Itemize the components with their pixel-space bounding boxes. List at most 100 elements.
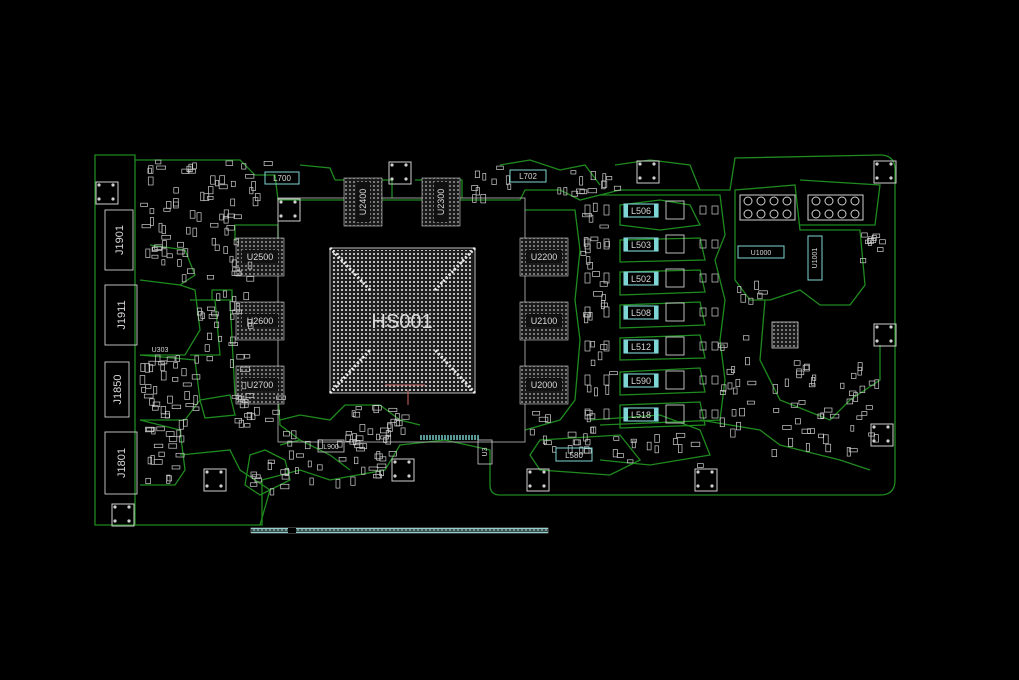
memory-chip-label: U2400 bbox=[358, 189, 368, 216]
smd-part bbox=[583, 448, 592, 454]
smd-part bbox=[198, 311, 204, 321]
smd-part bbox=[222, 290, 227, 298]
smd-part bbox=[400, 427, 406, 435]
smd-part bbox=[158, 361, 165, 366]
smd-part bbox=[380, 435, 389, 440]
smd-part bbox=[472, 194, 477, 203]
smd-part bbox=[359, 424, 366, 432]
smd-part bbox=[678, 444, 683, 454]
smd-part bbox=[140, 202, 148, 207]
smd-part bbox=[196, 307, 202, 316]
smd-part bbox=[204, 344, 210, 352]
smd-part bbox=[156, 165, 166, 170]
smd-part bbox=[238, 395, 245, 402]
smd-part bbox=[613, 436, 620, 441]
smd-part bbox=[868, 432, 875, 437]
smd-part bbox=[616, 453, 624, 458]
smd-part bbox=[850, 425, 855, 432]
smd-part bbox=[849, 390, 857, 396]
smd-part bbox=[730, 428, 736, 438]
smd-part bbox=[251, 474, 261, 480]
label-l580: L580 bbox=[565, 451, 583, 460]
smd-part bbox=[191, 374, 201, 380]
smd-part bbox=[149, 398, 155, 406]
smd-part bbox=[231, 259, 237, 267]
smd-part bbox=[719, 390, 726, 395]
smd-part bbox=[592, 202, 598, 212]
memory-chip-label: U2700 bbox=[247, 380, 274, 390]
smd-part bbox=[727, 382, 733, 390]
smd-part bbox=[223, 216, 229, 224]
smd-part bbox=[586, 384, 592, 393]
smd-part bbox=[588, 214, 594, 223]
smd-part bbox=[206, 275, 214, 280]
smd-part bbox=[233, 238, 239, 246]
smd-part bbox=[150, 455, 155, 465]
smd-part bbox=[739, 407, 745, 417]
smd-part bbox=[207, 196, 214, 200]
pin bbox=[426, 435, 428, 440]
smd-part bbox=[161, 240, 167, 248]
smd-part bbox=[563, 187, 568, 196]
smd-part bbox=[219, 175, 225, 185]
smd-part bbox=[711, 375, 719, 385]
smd-part bbox=[584, 374, 591, 386]
memory-chip-label: U2600 bbox=[247, 316, 274, 326]
inductor-label: L512 bbox=[631, 342, 651, 352]
inductor-label: L502 bbox=[631, 274, 651, 284]
smd-part bbox=[147, 167, 152, 174]
smd-part bbox=[249, 187, 254, 195]
inductor-l518: L518 bbox=[623, 407, 659, 422]
smd-part bbox=[155, 354, 161, 362]
smd-part bbox=[697, 463, 704, 468]
smd-part bbox=[529, 428, 535, 436]
smd-part bbox=[795, 418, 801, 425]
smd-part bbox=[542, 435, 547, 445]
smd-part bbox=[395, 420, 403, 427]
smd-part bbox=[757, 292, 763, 300]
smd-part bbox=[230, 180, 236, 187]
smd-part bbox=[817, 413, 824, 420]
smd-part bbox=[160, 360, 168, 365]
smd-part bbox=[631, 440, 636, 449]
smd-part bbox=[148, 364, 154, 373]
smd-part bbox=[599, 224, 609, 229]
smd-part bbox=[232, 309, 242, 315]
inductor-label: L590 bbox=[631, 376, 651, 386]
inductor-label: L508 bbox=[631, 308, 651, 318]
smd-part bbox=[699, 205, 707, 215]
smd-part bbox=[151, 254, 159, 259]
smd-part bbox=[146, 427, 155, 432]
smd-part bbox=[141, 386, 147, 393]
smd-part bbox=[350, 476, 356, 486]
memory-chip-u2100: U2100 bbox=[519, 301, 569, 341]
smd-part bbox=[145, 477, 151, 484]
smd-part bbox=[583, 312, 591, 318]
smd-part bbox=[173, 201, 179, 209]
smd-part bbox=[147, 456, 153, 465]
smd-part bbox=[307, 460, 312, 468]
smd-part bbox=[152, 246, 162, 251]
label-l700: L700 bbox=[273, 174, 291, 183]
memory-chip-u2400: U2400 bbox=[343, 177, 383, 227]
smd-part bbox=[181, 368, 187, 377]
smd-part bbox=[860, 258, 867, 264]
smd-part bbox=[141, 224, 151, 229]
pin bbox=[459, 435, 461, 440]
smd-part bbox=[296, 453, 304, 458]
smd-part bbox=[600, 344, 608, 350]
smd-part bbox=[711, 273, 719, 283]
smd-part bbox=[395, 413, 400, 420]
connector-j1850: J1850 bbox=[104, 361, 130, 418]
smd-part bbox=[140, 363, 146, 372]
smd-part bbox=[861, 232, 868, 238]
smd-part bbox=[811, 377, 816, 386]
smd-part bbox=[474, 170, 480, 178]
pin bbox=[453, 435, 455, 440]
misc-labels: L700 L702 L580 L900 U3 U303 U1000 U1001 bbox=[152, 169, 823, 465]
smd-part bbox=[711, 307, 719, 317]
smd-part bbox=[272, 409, 280, 415]
